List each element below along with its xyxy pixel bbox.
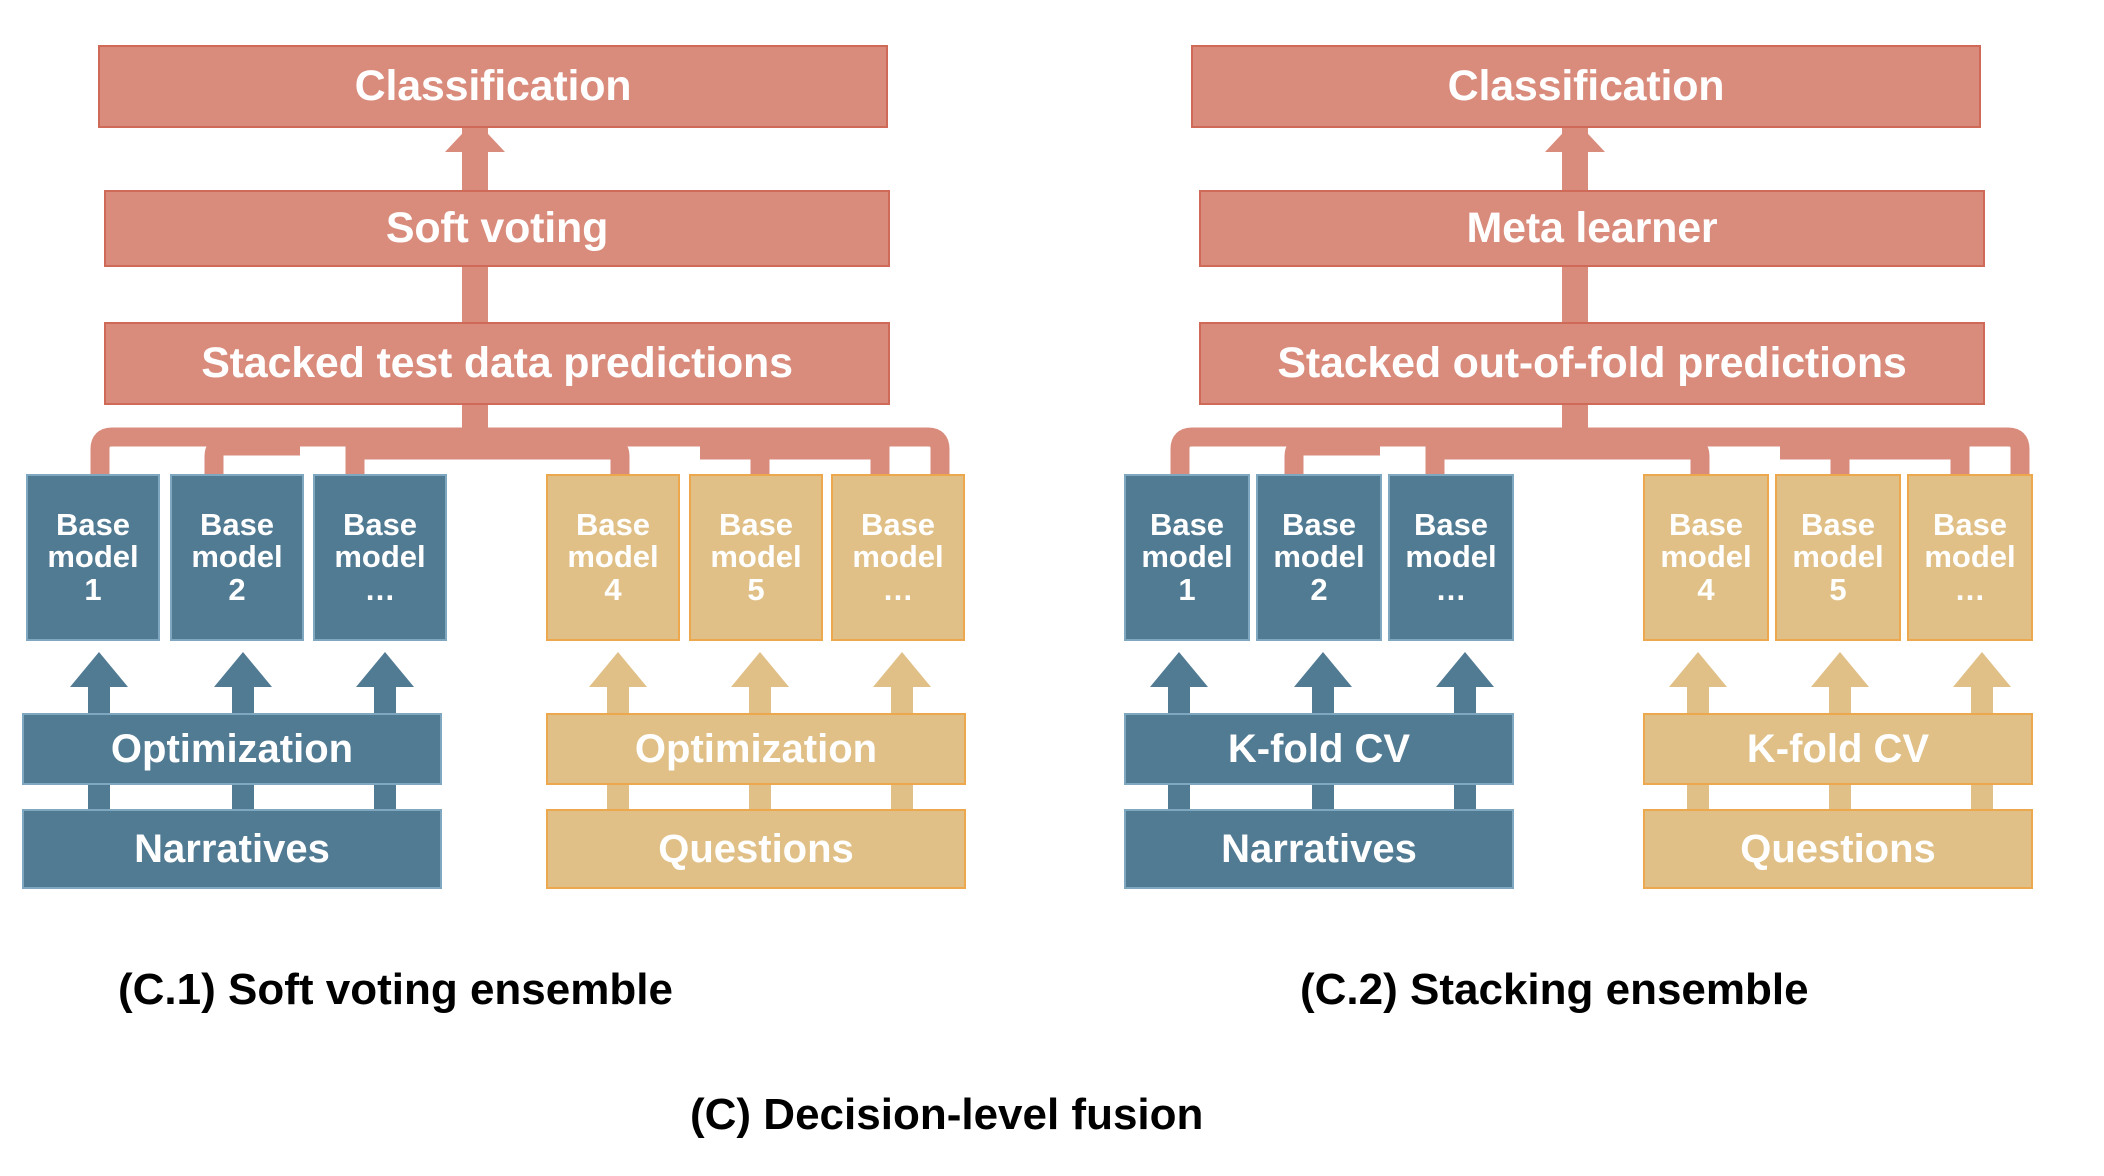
c2-meta-learner-box[interactable]: Meta learner: [1199, 190, 1985, 267]
arrows-optimization-to-basemodels-left-tan: [589, 652, 931, 713]
arrow-stacked-to-metalearner: [1562, 264, 1588, 322]
arrows-kfold-to-basemodels-right-blue: [1150, 652, 1494, 713]
arrows-optimization-to-basemodels-left-blue: [70, 652, 414, 713]
c2-base-model-2-box[interactable]: Base model 2: [1256, 474, 1382, 641]
c1-base-model-1-box[interactable]: Base model 1: [26, 474, 160, 641]
c1-base-model-5-box[interactable]: Base model 5: [689, 474, 823, 641]
c2-base-model-1-box[interactable]: Base model 1: [1124, 474, 1250, 641]
c2-questions-box[interactable]: Questions: [1643, 809, 2033, 889]
c2-base-model-3-box[interactable]: Base model …: [1388, 474, 1514, 641]
arrow-bracket-to-stacked-oof: [1562, 404, 1588, 440]
c2-classification-box[interactable]: Classification: [1191, 45, 1981, 128]
caption-c1: (C.1) Soft voting ensemble: [118, 965, 673, 1014]
c1-optimization-narratives-box[interactable]: Optimization: [22, 713, 442, 785]
c2-base-model-5-box[interactable]: Base model 5: [1775, 474, 1901, 641]
c1-base-model-4-box[interactable]: Base model 4: [546, 474, 680, 641]
c1-classification-box[interactable]: Classification: [98, 45, 888, 128]
c2-base-model-4-box[interactable]: Base model 4: [1643, 474, 1769, 641]
c1-optimization-questions-box[interactable]: Optimization: [546, 713, 966, 785]
c2-base-model-6-box[interactable]: Base model …: [1907, 474, 2033, 641]
c1-questions-box[interactable]: Questions: [546, 809, 966, 889]
arrow-softvoting-to-classification: [445, 120, 505, 200]
c1-base-model-6-box[interactable]: Base model …: [831, 474, 965, 641]
arrow-bracket-to-stacked: [462, 404, 488, 440]
c2-narratives-box[interactable]: Narratives: [1124, 809, 1514, 889]
caption-main: (C) Decision-level fusion: [690, 1090, 1204, 1139]
c1-base-model-3-box[interactable]: Base model …: [313, 474, 447, 641]
c1-stacked-test-predictions-box[interactable]: Stacked test data predictions: [104, 322, 890, 405]
arrow-stacked-to-softvoting: [462, 264, 488, 322]
c2-kfold-cv-questions-box[interactable]: K-fold CV: [1643, 713, 2033, 785]
c1-soft-voting-box[interactable]: Soft voting: [104, 190, 890, 267]
c1-base-model-2-box[interactable]: Base model 2: [170, 474, 304, 641]
arrows-kfold-to-basemodels-right-tan: [1669, 652, 2011, 713]
caption-c2: (C.2) Stacking ensemble: [1300, 965, 1809, 1014]
c1-narratives-box[interactable]: Narratives: [22, 809, 442, 889]
arrow-metalearner-to-classification: [1545, 120, 1605, 200]
c2-stacked-oof-predictions-box[interactable]: Stacked out-of-fold predictions: [1199, 322, 1985, 405]
c2-kfold-cv-narratives-box[interactable]: K-fold CV: [1124, 713, 1514, 785]
